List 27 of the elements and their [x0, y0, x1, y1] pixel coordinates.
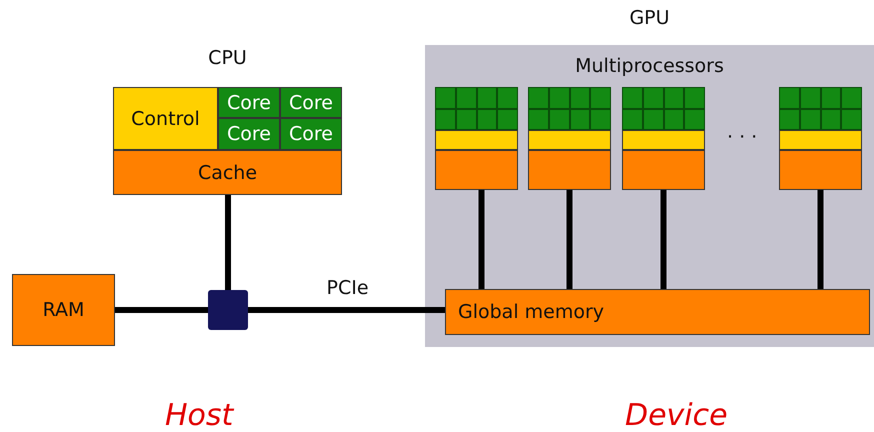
- multiprocessor-drawing: [528, 87, 611, 190]
- connector-line: [660, 190, 666, 289]
- connector-line: [248, 307, 445, 313]
- memory-block: Global memory: [445, 289, 870, 335]
- connector-line: [566, 190, 572, 289]
- panel-heading: Multiprocessors: [575, 55, 724, 77]
- core-block: Core: [218, 87, 280, 118]
- connector-line: [115, 307, 208, 313]
- core-block: Core: [280, 118, 342, 150]
- core-block: Core: [218, 118, 280, 150]
- region-label: Device: [625, 398, 728, 432]
- region-label: Host: [165, 398, 234, 432]
- multiprocessor-drawing: [622, 87, 705, 190]
- junction-box: [208, 290, 248, 330]
- group-title: GPU: [629, 7, 670, 29]
- core-block: Core: [280, 87, 342, 118]
- connector-line: [478, 190, 484, 289]
- ram-block: RAM: [12, 274, 115, 346]
- connector-line: [225, 195, 231, 290]
- control-block: Control: [113, 87, 218, 150]
- multiprocessor-drawing: [779, 87, 862, 190]
- connector-line: [818, 190, 824, 289]
- ellipsis-text: · · ·: [727, 126, 758, 148]
- group-title: CPU: [208, 47, 247, 69]
- edge-label: PCIe: [326, 277, 369, 299]
- cache-block: Cache: [113, 150, 342, 195]
- multiprocessor-drawing: [435, 87, 518, 190]
